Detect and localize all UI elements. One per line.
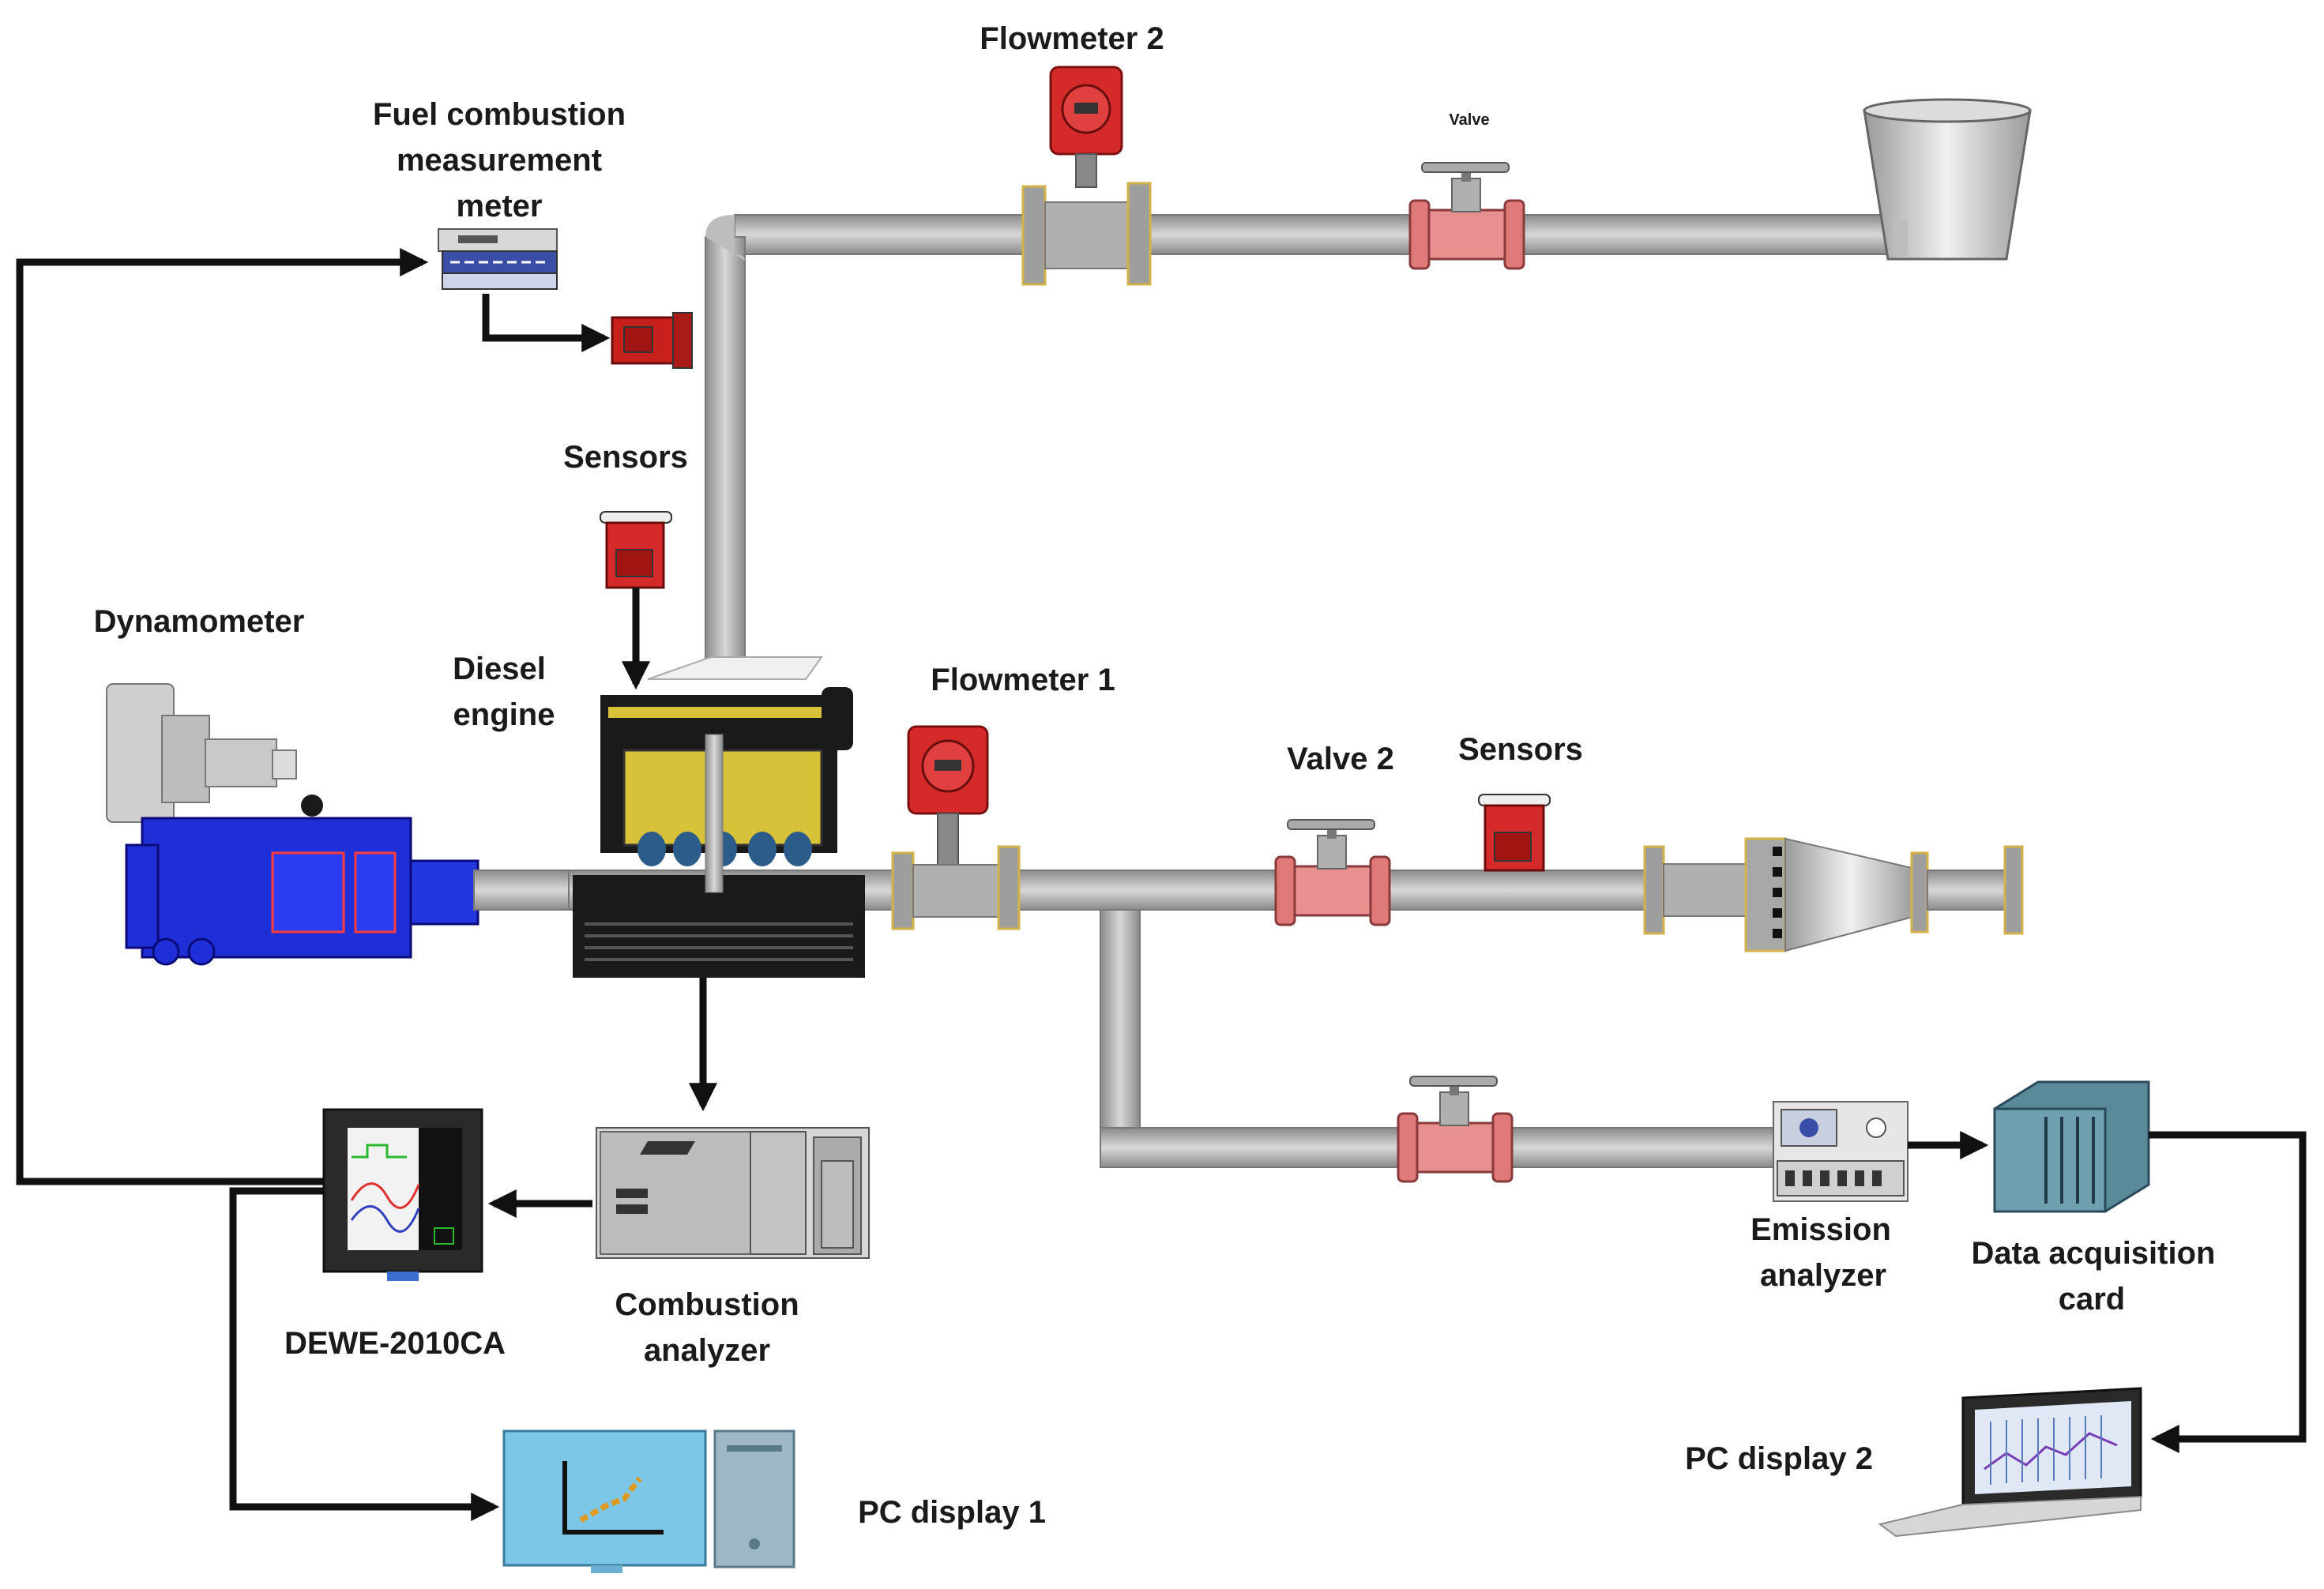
- flowmeter-1-icon: [891, 725, 1021, 930]
- label-flowmeter-2: Flowmeter 2: [980, 21, 1164, 56]
- pc-display-1-icon: [502, 1429, 795, 1573]
- label-fuel-meter-line1: Fuel combustion: [373, 97, 626, 132]
- valve-2-icon: [1274, 819, 1391, 926]
- label-valve-top: Valve: [1449, 111, 1489, 129]
- label-pc-display-1: PC display 1: [858, 1495, 1046, 1530]
- fuel-combustion-meter-icon: [438, 228, 558, 290]
- valve-top-icon: [1408, 162, 1525, 270]
- label-flowmeter-1: Flowmeter 1: [931, 663, 1115, 697]
- sensors-right-icon: [1478, 794, 1551, 872]
- dynamometer-icon: [106, 683, 570, 966]
- exhaust-silencer-icon: [1643, 837, 2024, 952]
- label-emission-analyzer-line1: Emission: [1751, 1212, 1891, 1247]
- label-sensors-right: Sensors: [1458, 732, 1583, 767]
- label-data-acquisition-line1: Data acquisition: [1972, 1236, 2216, 1271]
- label-dynamometer: Dynamometer: [94, 604, 305, 639]
- label-emission-analyzer-line2: analyzer: [1760, 1258, 1886, 1293]
- emission-analyzer-icon: [1773, 1101, 1908, 1202]
- label-valve-2: Valve 2: [1287, 742, 1394, 776]
- data-acquisition-card-icon: [1993, 1080, 2150, 1213]
- label-combustion-analyzer-line2: analyzer: [644, 1333, 770, 1368]
- labels: Fuel combustion measurement meter Flowme…: [94, 21, 2216, 1530]
- label-fuel-meter-line3: meter: [457, 189, 543, 224]
- label-sensors-top: Sensors: [563, 440, 688, 475]
- combustion-analyzer-icon: [596, 1127, 870, 1259]
- label-combustion-analyzer-line1: Combustion: [615, 1287, 799, 1322]
- exhaust-funnel: [1863, 98, 2032, 261]
- valve-bottom-icon: [1397, 1076, 1514, 1183]
- flowmeter-2-flanges: [1021, 182, 1152, 286]
- label-diesel-engine-line1: Diesel: [453, 652, 546, 686]
- signal-arrows: [16, 248, 2307, 1521]
- label-data-acquisition-line2: card: [2059, 1282, 2126, 1317]
- fuel-flow-sensor-icon: [611, 312, 693, 369]
- pc-display-2-icon: [1878, 1387, 2142, 1538]
- label-diesel-engine-line2: engine: [453, 697, 555, 732]
- label-pc-display-2: PC display 2: [1685, 1441, 1873, 1476]
- sensors-top-icon: [600, 511, 672, 589]
- dewe-2010ca-icon: [322, 1108, 483, 1281]
- flowmeter-2-icon: [1049, 66, 1123, 188]
- label-fuel-meter-line2: measurement: [397, 143, 602, 178]
- label-dewe: DEWE-2010CA: [284, 1326, 506, 1361]
- diesel-engine-icon: [573, 656, 865, 978]
